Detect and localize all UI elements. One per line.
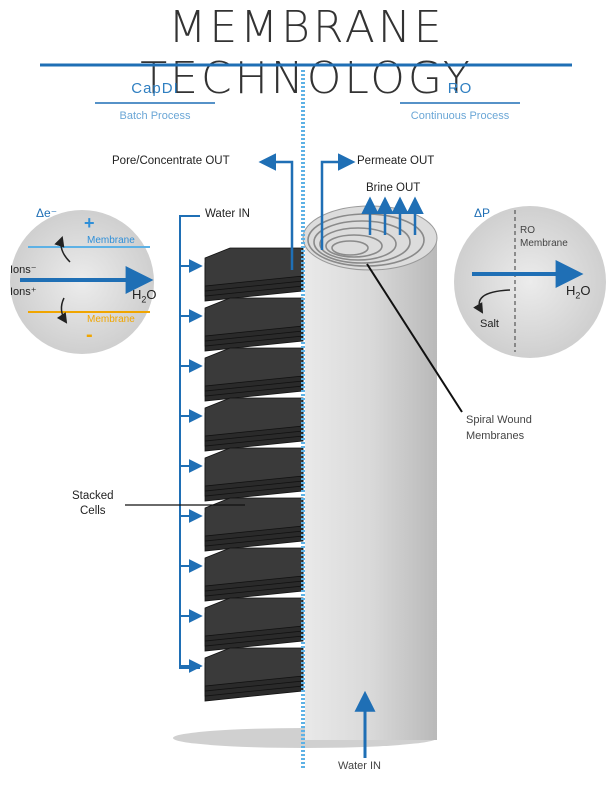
spiral-pointer-line (366, 263, 463, 413)
concentrate-out-label: Pore/Concentrate OUT (112, 155, 230, 167)
water-in-top-label: Water IN (205, 208, 250, 220)
ro-membrane-label: Membrane (520, 238, 568, 249)
ro-membrane-ro-label: RO (520, 225, 535, 236)
ro-zoom-circle (454, 206, 606, 358)
ro-cylinder (173, 205, 438, 748)
capdi-heading: CapDI (131, 80, 179, 97)
ro-delta-label: ΔP (474, 206, 491, 220)
water-in-bottom-label: Water IN (338, 760, 381, 772)
minus-icon: - (86, 324, 93, 346)
membrane-top-label: Membrane (87, 235, 135, 246)
brine-out-arrows (361, 196, 424, 235)
cell-block (204, 597, 304, 652)
brine-out-label: Brine OUT (366, 182, 421, 194)
ro-mode: Continuous Process (410, 110, 510, 122)
plus-icon: + (84, 213, 95, 233)
cell-block (204, 547, 304, 602)
capdi-delta-label: Δe⁻ (36, 206, 58, 220)
permeate-out-arrow (320, 153, 356, 250)
stacked-cells-label-1: Stacked (72, 490, 114, 502)
capdi-mode: Batch Process (119, 110, 191, 122)
cell-block (204, 297, 304, 352)
ions-plus-label: Ions⁺ (10, 286, 37, 298)
cell-block (204, 497, 304, 552)
capdi-h2o-label: H2O (132, 287, 157, 305)
permeate-out-label: Permeate OUT (357, 155, 435, 167)
ions-minus-label: Ions⁻ (10, 264, 37, 276)
spiral-wound-label-1: Spiral Wound (466, 414, 532, 426)
cell-block (204, 247, 304, 302)
stacked-cells-label-2: Cells (80, 505, 106, 517)
spiral-rings (307, 213, 425, 267)
concentrate-out-arrow (258, 153, 294, 270)
cell-block (204, 647, 304, 702)
cell-block (204, 447, 304, 502)
inlet-arrows (180, 259, 203, 673)
cell-block (204, 397, 304, 452)
cell-block (204, 347, 304, 402)
ro-h2o-label: H2O (566, 283, 591, 301)
ro-heading: RO (447, 80, 473, 97)
salt-label: Salt (480, 318, 499, 330)
capdi-zoom-circle (10, 210, 154, 354)
stacked-cells (204, 247, 304, 702)
membrane-bottom-label: Membrane (87, 314, 135, 325)
water-in-manifold (179, 215, 200, 669)
spiral-wound-label-2: Membranes (466, 430, 525, 442)
